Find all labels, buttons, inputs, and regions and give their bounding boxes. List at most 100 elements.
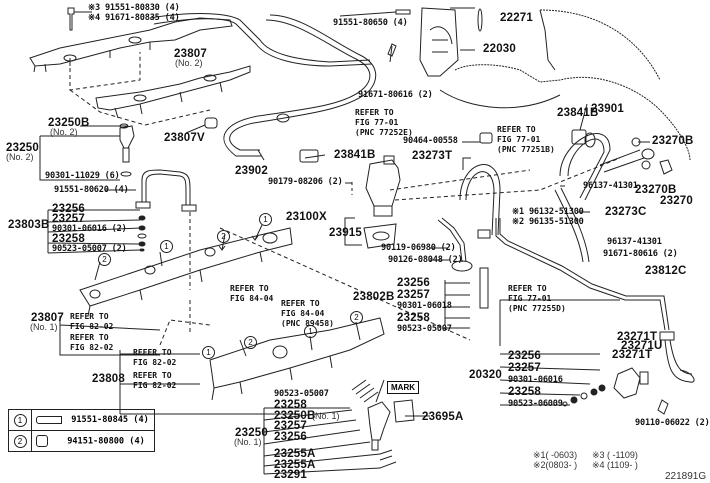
callout-1: 1 (202, 346, 215, 359)
part-label-23901: 23901 (591, 103, 624, 115)
part-label-23258: 23258 (397, 312, 430, 324)
part-label-23802B: 23802B (353, 291, 395, 303)
refer-to-fig-77-01-77255D[interactable]: REFER TO FIG 77-01 (PNC 77255D) (508, 284, 566, 314)
legend-row: 1 91551-80845 (4) (8, 409, 155, 431)
part-label-23250-no1: 23250 (235, 427, 268, 439)
pipe-23270 (599, 149, 645, 173)
fuel-rail-no2-upper (29, 17, 233, 73)
ref-line: REFER TO (70, 333, 109, 342)
part-label-90119-06980: 90119-06980 (2) (381, 243, 456, 253)
ref-line: FIG 84-04 (230, 294, 274, 303)
fuel-line-23812C (495, 218, 666, 331)
part-label-23250-no1-sub: (No. 1) (234, 437, 262, 447)
part-label-23250-no2-sub: (No. 2) (6, 152, 34, 162)
hose-23271U (664, 339, 695, 383)
bolt (67, 7, 75, 31)
part-label-23808: 23808 (92, 373, 125, 385)
refer-to-fig-82-02[interactable]: REFER TO FIG 82-02 (133, 348, 176, 368)
part-label-90523-05007: 90523-05007 (274, 389, 329, 399)
refer-to-fig-82-02[interactable]: REFER TO FIG 82-02 (70, 333, 113, 353)
note-4: ※4 (1109- ) (592, 460, 638, 470)
part-label-20320: 20320 (469, 369, 502, 381)
callout-1: 1 (13, 413, 27, 427)
ref-line: REFER TO (230, 284, 269, 293)
part-label-96137-41301: 96137-41301 (607, 237, 662, 247)
part-label-23902: 23902 (235, 165, 268, 177)
callout-1: 1 (259, 213, 272, 226)
dashed-guide (69, 52, 141, 91)
refer-to-fig-84-04-pnc-89458[interactable]: REFER TO FIG 84-04 (PNC 89458) (281, 299, 334, 329)
ref-line: REFER TO (281, 299, 320, 308)
part-label-96135-51300: ※2 96135-51300 (512, 217, 584, 227)
figure-id: 221891G (665, 471, 707, 482)
ref-line: REFER TO (497, 125, 536, 134)
part-label-23807-no1-sub: (No. 1) (30, 322, 58, 332)
mark-label: MARK (387, 381, 419, 394)
callout-arrows (94, 224, 361, 357)
leader-lines (39, 7, 650, 475)
callout-1: 1 (304, 325, 317, 338)
intake-manifold-outline (454, 64, 691, 161)
part-label-22030: 22030 (483, 43, 516, 55)
part-label-90179-08206: 90179-08206 (2) (268, 177, 343, 187)
part-label-90301-06016: 90301-06016 (2) (52, 224, 127, 234)
ref-line: REFER TO (133, 348, 172, 357)
part-label-23807-no2: 23807 (174, 48, 207, 60)
ref-line: REFER TO (508, 284, 547, 293)
part-label-90301-06018: 90301-06018 (397, 301, 452, 311)
part-label-23250B-no1-sub: (No. 1) (312, 411, 340, 421)
part-label-90126-08048: 90126-08048 (2) (388, 255, 463, 265)
part-label-23257: 23257 (52, 213, 85, 225)
part-label-90301-11029: 90301-11029 (6) (45, 171, 120, 181)
legend-part-number: 94151-80800 (4) (67, 436, 145, 447)
fuel-rail-no2-lower (95, 65, 251, 119)
hose-23273T (459, 164, 501, 236)
throttle-body-22030 (419, 7, 459, 77)
part-label-23256: 23256 (397, 277, 430, 289)
part-label-90523-06009: 90523-06009 (508, 399, 563, 409)
part-label-91671-80835: ※4 91671-80835 (4) (88, 13, 180, 23)
part-label-23258: 23258 (52, 233, 85, 245)
legend-part-number: 91551-80845 (4) (71, 415, 149, 425)
ref-line: (PNC 77255D) (508, 304, 566, 313)
regulator-23100X (363, 155, 401, 249)
part-label-96137-41301: 96137-41301 (583, 181, 638, 191)
callout-1: 1 (160, 240, 173, 253)
legend-row: 2 94151-80800 (4) (8, 430, 155, 452)
note-2: ※2(0803- ) (533, 460, 578, 470)
part-label-23257: 23257 (274, 420, 307, 432)
part-label-23250B-no2: 23250B (48, 117, 90, 129)
ref-line: FIG 77-01 (355, 118, 399, 127)
refer-to-fig-84-04[interactable]: REFER TO FIG 84-04 (230, 284, 273, 304)
seal-stack (137, 215, 147, 252)
part-label-23915: 23915 (329, 227, 362, 239)
part-label-22271: 22271 (500, 12, 533, 24)
part-label-23270B: 23270B (652, 135, 694, 147)
ref-line: REFER TO (70, 312, 109, 321)
refer-to-fig-77-01-77251B[interactable]: REFER TO FIG 77-01 (PNC 77251B) (497, 125, 555, 155)
refer-to-fig-77-01-77252E[interactable]: REFER TO FIG 77-01 (PNC 77252E) (355, 108, 413, 138)
ref-line: FIG 77-01 (497, 135, 541, 144)
part-label-23270: 23270 (660, 195, 693, 207)
ref-line: FIG 82-02 (70, 343, 114, 352)
part-label-90523-05007: 90523-05007 (397, 324, 452, 334)
ref-line: FIG 82-02 (133, 381, 177, 390)
part-label-91671-80616: 91671-80616 (2) (603, 249, 678, 259)
note-3: ※3 ( -1109) (592, 450, 638, 460)
part-label-23257: 23257 (397, 289, 430, 301)
part-label-23841B: 23841B (557, 107, 599, 119)
refer-to-fig-82-02[interactable]: REFER TO FIG 82-02 (133, 371, 176, 391)
callout-2: 2 (13, 434, 27, 448)
part-label-23250B-no1: 23250B (274, 410, 316, 422)
part-label-23250-no2: 23250 (6, 142, 39, 154)
fuel-rail-no1 (79, 227, 293, 317)
refer-to-fig-82-02[interactable]: REFER TO FIG 82-02 (70, 312, 113, 332)
pulsation-damper-20320 (562, 367, 649, 407)
ref-line: (PNC 77251B) (497, 145, 555, 154)
cushion-23807V (204, 117, 218, 129)
callout-2: 2 (244, 336, 257, 349)
ref-line: FIG 82-02 (133, 358, 177, 367)
injector-no1 (351, 379, 415, 469)
part-label-23250B-no2-sub: (No. 2) (50, 127, 78, 137)
